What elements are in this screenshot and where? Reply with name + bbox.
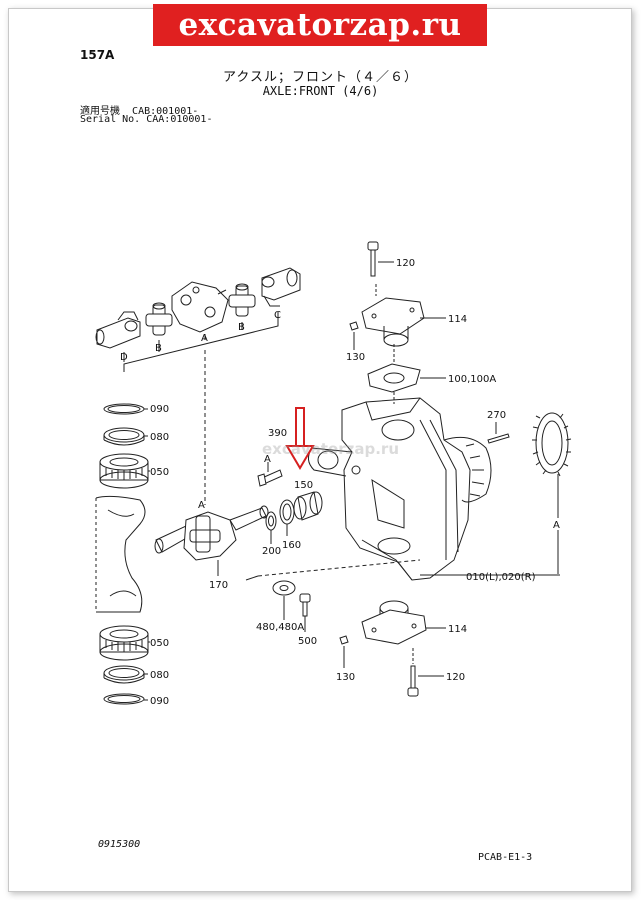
grease-fitting-130-bottom-drawing [339,635,349,645]
label-part-090-top: 090 [150,404,169,415]
cap-114-top-drawing [361,297,425,347]
bushing-150-drawing [293,491,323,521]
diagram-sheet [8,8,632,892]
cap-114-bottom-drawing [361,600,427,645]
label-part-120-bottom: 120 [446,672,465,683]
label-part-100: 100,100A [448,374,496,385]
ring-080-top-drawing [103,427,145,446]
label-part-120-top: 120 [396,258,415,269]
label-part-080-bottom: 080 [150,670,169,681]
spider-b2-drawing [228,283,256,317]
bolt-120-bottom-drawing [407,665,419,697]
label-part-130-bottom: 130 [336,672,355,683]
serial-line-2: Serial No. CAA:010001- [80,114,212,125]
bolt-390-drawing [257,469,283,487]
serial-label-jp: 適用号機 [80,106,120,117]
yoke-group-bracket [123,318,279,372]
site-banner[interactable]: excavatorzap.ru [153,4,487,46]
grease-fitting-130-top-drawing [349,321,359,331]
label-spider-b1: B [155,343,162,354]
label-part-500: 500 [298,636,317,647]
title-japanese: アクスル；フロント（４／６） [223,70,418,85]
label-part-114-top: 114 [448,314,467,325]
shim-100-drawing [367,363,421,393]
center-yoke-a-drawing [171,281,229,333]
serial-value-cab: CAB:001001- [132,106,199,117]
yoke-d-drawing [95,311,141,349]
spider-b1-drawing [145,302,173,336]
serial-value-caa: CAA:010001- [146,114,213,125]
title-english: AXLE:FRONT (4/6) [262,84,379,98]
ring-160-drawing [279,499,295,525]
ring-090-top-drawing [103,403,145,415]
label-part-170: 170 [209,580,228,591]
bearing-050-bottom-drawing [99,625,149,661]
washer-200-drawing [265,511,277,531]
steering-knuckle-drawing [308,397,492,581]
serial-line-1: 適用号機 CAB:001001- [80,102,198,117]
label-part-010-020: 010(L),020(R) [466,572,536,583]
label-part-050-bottom: 050 [150,638,169,649]
label-joint-a: A [198,500,205,511]
drawing-number: 0915300 [98,839,141,850]
label-spider-b2: B [238,322,245,333]
label-part-050-top: 050 [150,467,169,478]
label-part-160: 160 [282,540,301,551]
label-yoke-d: D [120,352,128,363]
ring-090-bottom-drawing [103,693,145,705]
bolt-500-drawing [299,593,311,617]
label-part-270: 270 [487,410,506,421]
universal-joint-170-drawing [154,505,269,561]
page-number: 157A [80,48,115,62]
axle-housing-outline [95,495,146,613]
label-part-480: 480,480A [256,622,304,633]
pin-270-drawing [487,433,510,444]
yoke-c-drawing [261,267,301,307]
ring-080-bottom-drawing [103,665,145,684]
bearing-050-top-drawing [99,453,149,489]
bolt-120-top-drawing [367,241,379,277]
label-center-yoke-a: A [201,333,208,344]
catalog-code: PCAB-E1-3 [478,852,533,863]
label-part-130-top: 130 [346,352,365,363]
label-yoke-c: C [274,310,281,321]
washer-480-drawing [272,580,296,596]
label-part-114-bottom: 114 [448,624,467,635]
label-part-080-top: 080 [150,432,169,443]
label-part-390: 390 [268,428,287,439]
label-ring-gear-a: A [553,520,560,531]
label-part-090-bottom: 090 [150,696,169,707]
label-part-200: 200 [262,546,281,557]
serial-label-en: Serial No. [80,114,141,125]
watermark-text: excavatorzap.ru [262,440,399,458]
highlight-arrow [285,407,315,470]
label-bolt-a: A [264,454,271,465]
label-part-150: 150 [294,480,313,491]
ring-gear-010-020-drawing [532,412,572,477]
